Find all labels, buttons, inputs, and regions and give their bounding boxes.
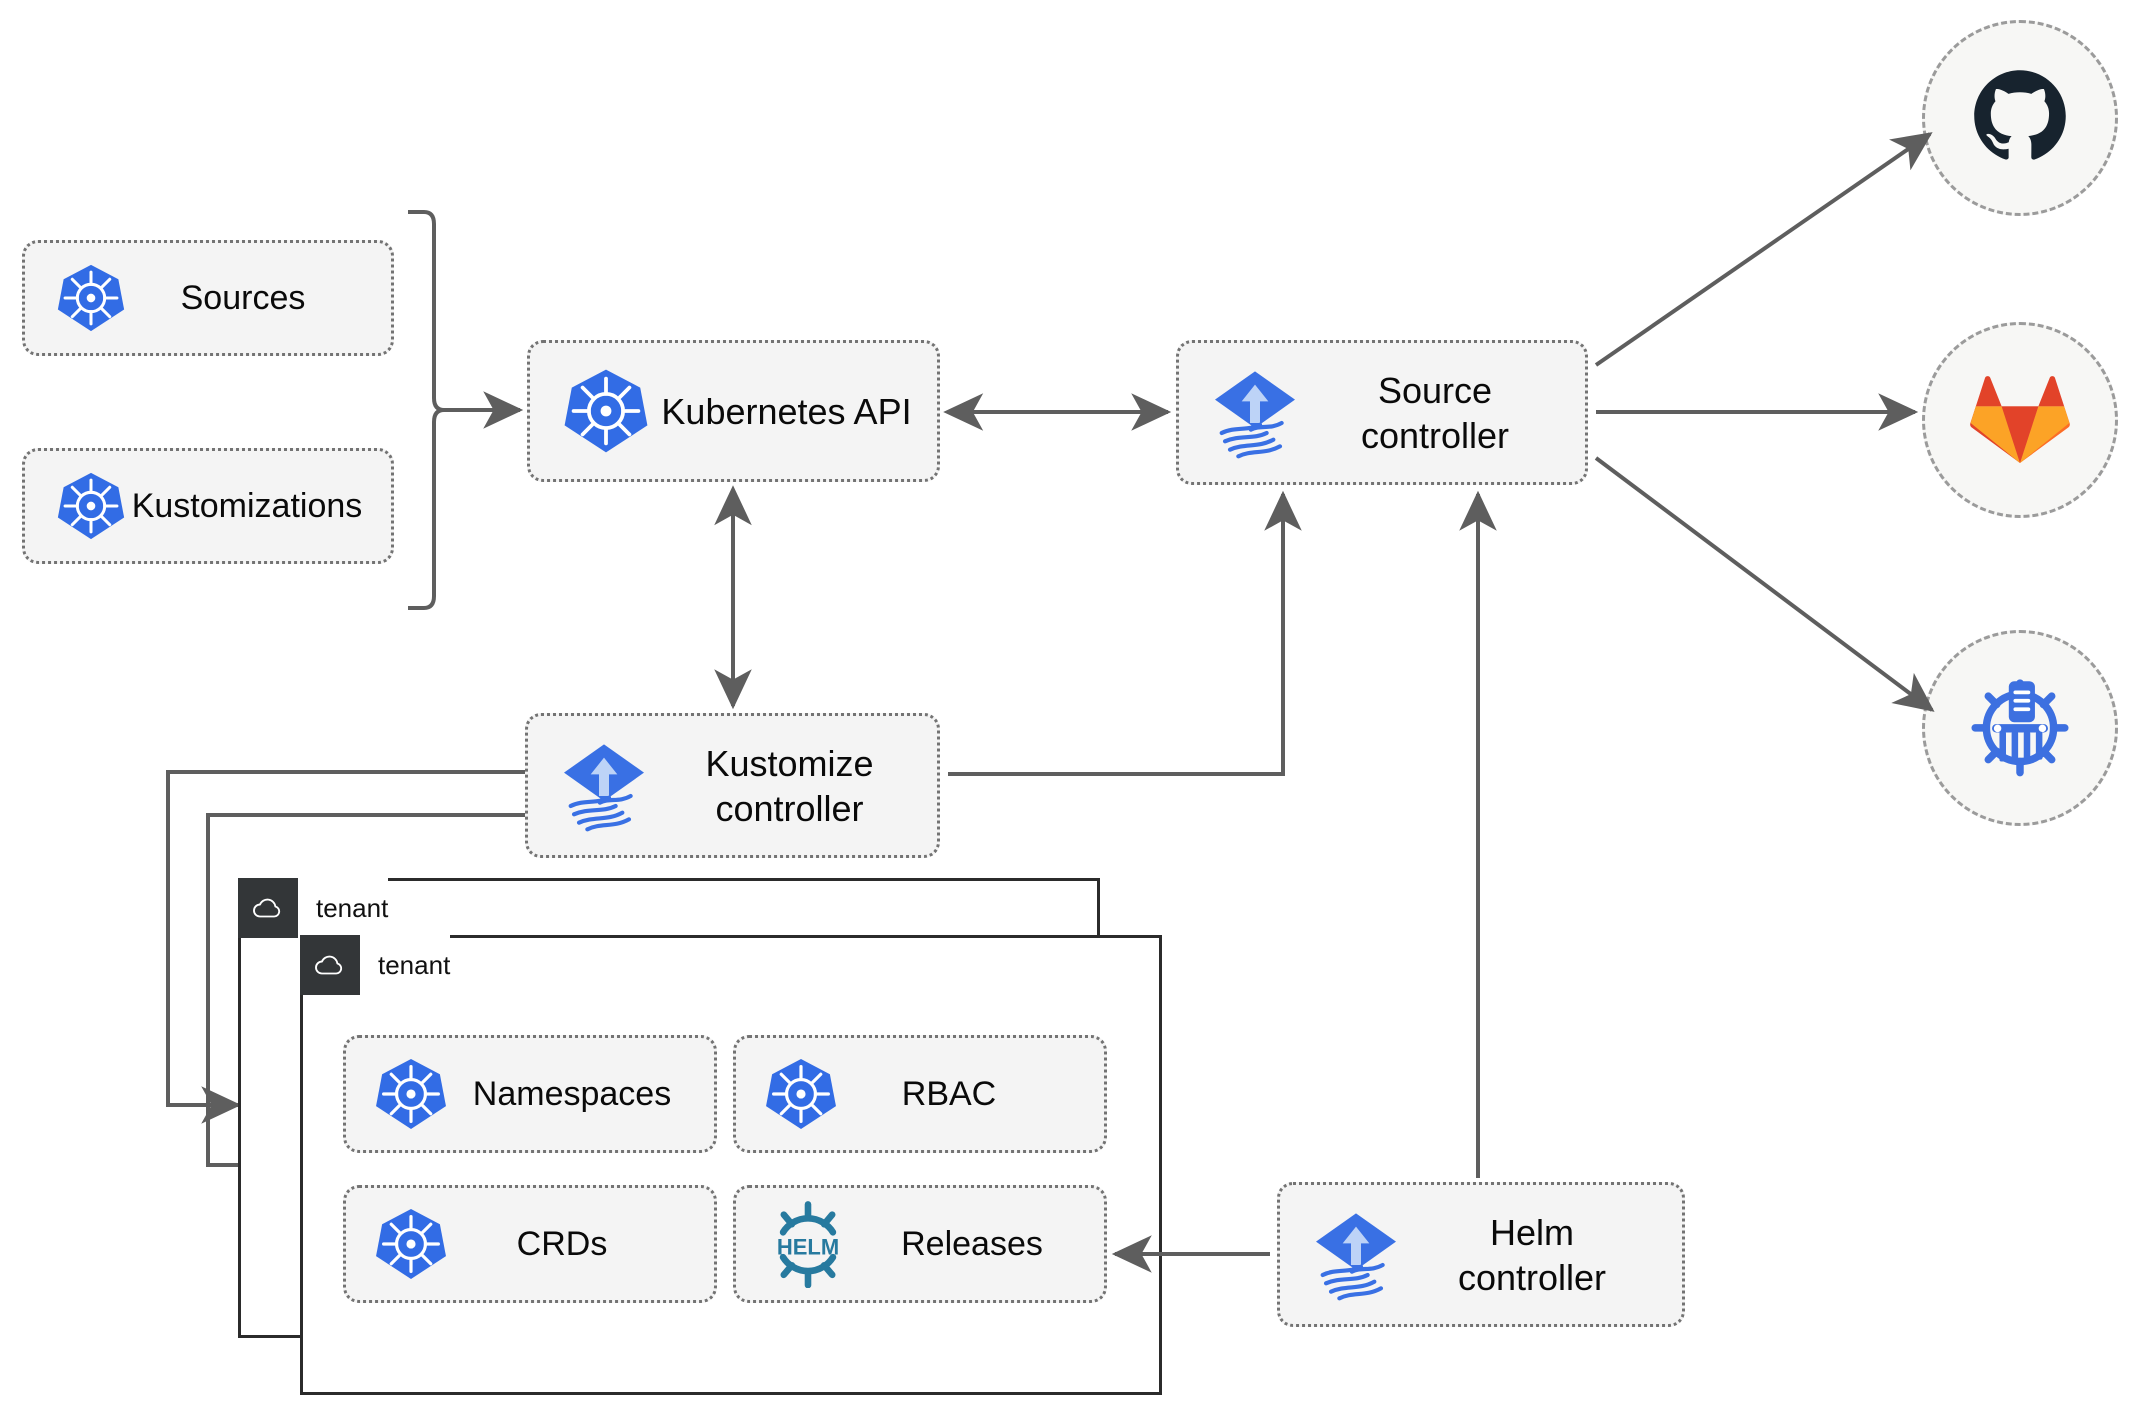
node-crds[interactable]: CRDs	[343, 1185, 717, 1303]
target-gitlab[interactable]	[1922, 322, 2118, 518]
node-label: CRDs	[516, 1224, 608, 1263]
cloud-icon	[300, 935, 360, 995]
tenant-label: tenant	[360, 935, 451, 995]
node-kubernetes-api[interactable]: Kubernetes API	[527, 340, 940, 482]
kubernetes-icon	[372, 1205, 450, 1283]
flux-icon	[552, 734, 656, 838]
node-helm-controller[interactable]: Helm controller	[1277, 1182, 1685, 1327]
flux-icon	[1304, 1203, 1408, 1307]
svg-text:HELM: HELM	[777, 1234, 839, 1259]
node-label: Kubernetes API	[661, 390, 912, 432]
helm-icon: HELM	[762, 1198, 854, 1290]
github-icon	[1968, 64, 2072, 173]
tenant-container-front[interactable]: tenant	[300, 935, 1162, 1395]
node-source-controller[interactable]: Source controller	[1176, 340, 1588, 485]
node-label: RBAC	[901, 1074, 997, 1113]
node-label: Helm controller	[1457, 1211, 1607, 1298]
flux-icon	[1203, 361, 1307, 465]
node-label: Namespaces	[472, 1074, 672, 1113]
gitlab-icon	[1970, 371, 2070, 470]
node-label: Kustomizations	[131, 486, 363, 525]
kubernetes-icon	[560, 365, 652, 457]
node-namespaces[interactable]: Namespaces	[343, 1035, 717, 1153]
node-label: Sources	[180, 278, 306, 317]
node-label: Source controller	[1360, 369, 1510, 456]
node-kustomize-controller[interactable]: Kustomize controller	[525, 713, 940, 858]
cloud-icon	[238, 878, 298, 938]
node-rbac[interactable]: RBAC	[733, 1035, 1107, 1153]
target-github[interactable]	[1922, 20, 2118, 216]
node-label: Releases	[901, 1224, 1043, 1263]
node-sources[interactable]: Sources	[22, 240, 394, 356]
tenant-header: tenant	[238, 878, 389, 938]
kubernetes-icon	[372, 1055, 450, 1133]
helm-repository-icon	[1964, 670, 2076, 787]
node-releases[interactable]: HELM Releases	[733, 1185, 1107, 1303]
tenant-label: tenant	[298, 878, 389, 938]
kubernetes-icon	[53, 260, 129, 336]
kubernetes-icon	[53, 468, 129, 544]
node-kustomizations[interactable]: Kustomizations	[22, 448, 394, 564]
node-label: Kustomize controller	[705, 742, 874, 829]
kubernetes-icon	[762, 1055, 840, 1133]
tenant-header: tenant	[300, 935, 451, 995]
target-helm-registry[interactable]	[1922, 630, 2118, 826]
